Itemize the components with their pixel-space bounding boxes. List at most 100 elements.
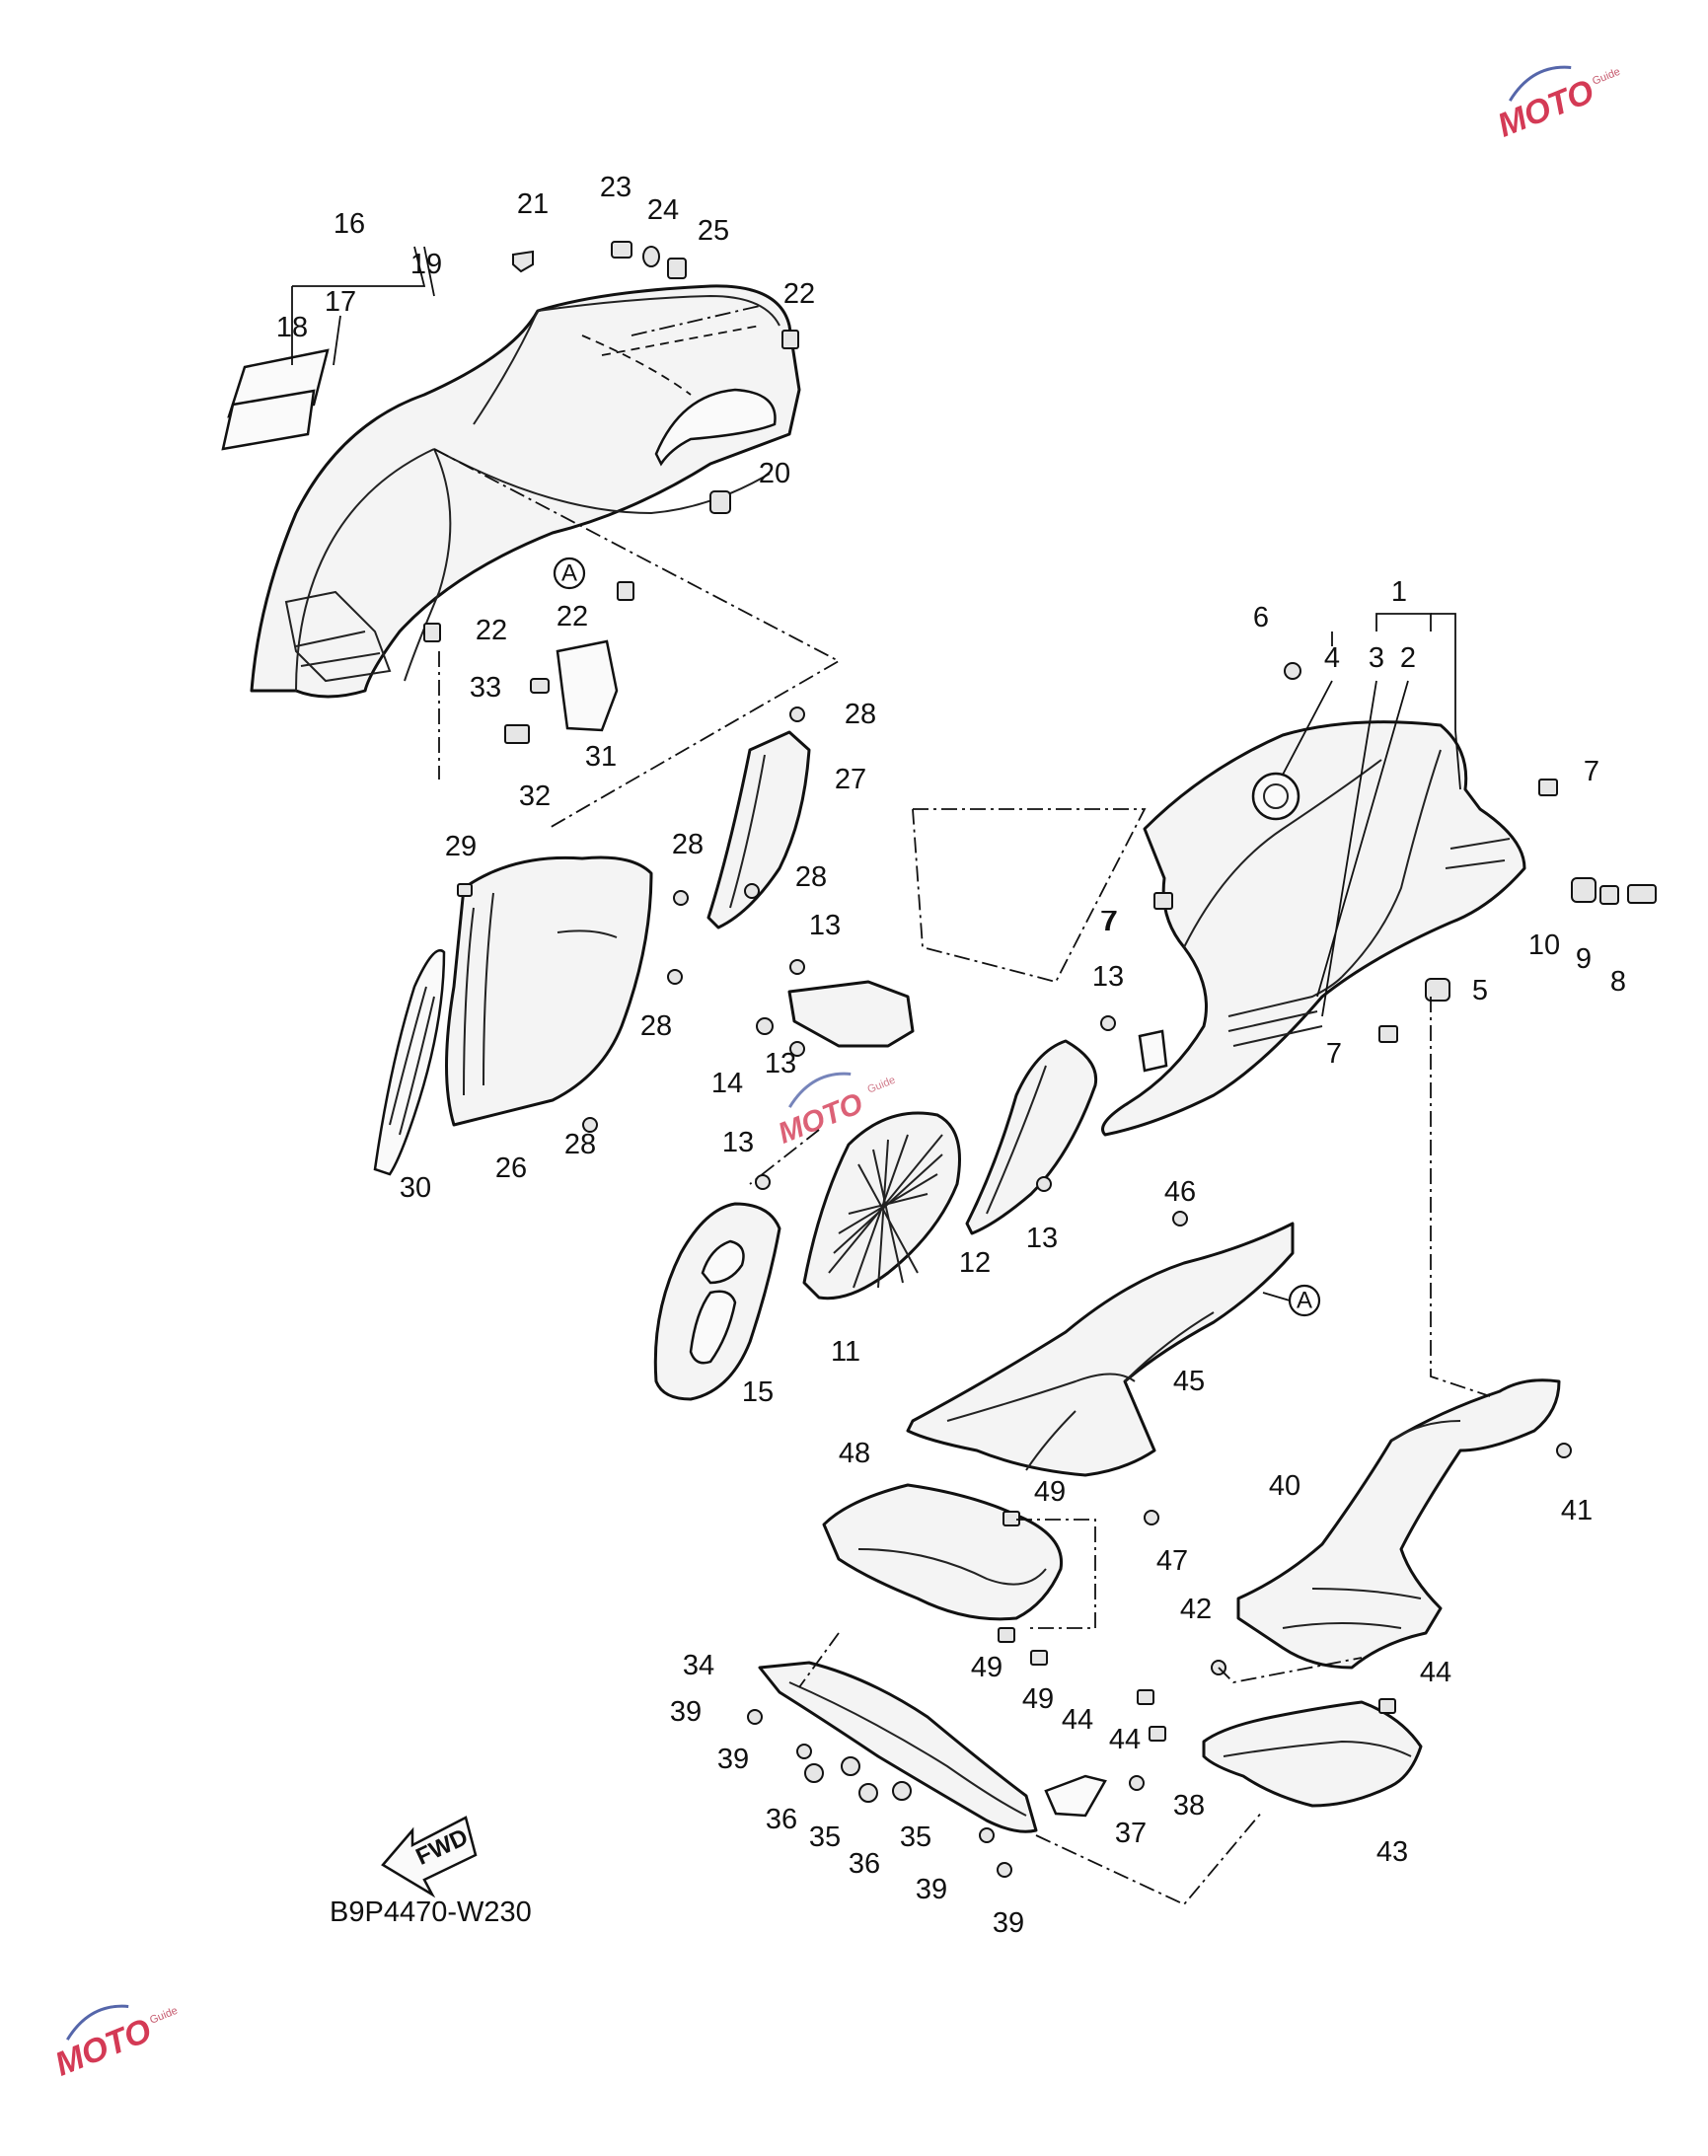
callout: 30 [400, 1172, 431, 1204]
callout: 48 [839, 1438, 870, 1469]
callout: 27 [835, 764, 866, 795]
callout: 46 [1164, 1176, 1196, 1208]
lower-right-group [1202, 1378, 1561, 1808]
callout: 35 [900, 1821, 931, 1853]
callout: 16 [334, 208, 365, 240]
callout: 33 [470, 672, 501, 704]
fwd-arrow-icon: FWD [381, 1816, 478, 1898]
center-duct-group [653, 980, 1098, 1401]
callout: 39 [670, 1696, 702, 1728]
callout: 28 [845, 699, 876, 730]
cover-12 [965, 1039, 1098, 1235]
callout: 5 [1472, 975, 1488, 1006]
callout: 22 [476, 615, 507, 646]
callout: 4 [1324, 642, 1340, 674]
bracket-14 [787, 980, 915, 1048]
callout: 13 [765, 1048, 796, 1079]
callout: 44 [1109, 1724, 1141, 1755]
callout: 39 [717, 1744, 749, 1775]
side-cover-1 [1101, 720, 1526, 1137]
callout: 36 [766, 1804, 797, 1835]
callout: 11 [831, 1336, 860, 1368]
bracket-34 [758, 1661, 1038, 1833]
callout: 22 [783, 278, 815, 310]
callout: 13 [809, 910, 841, 941]
callout: 47 [1156, 1545, 1188, 1577]
emblem-4 [1251, 772, 1300, 821]
svg-text:Guide: Guide [865, 1075, 897, 1096]
callout: 39 [916, 1874, 947, 1905]
reference-a-top: A [553, 557, 586, 590]
callout: 28 [795, 861, 827, 893]
callout: 8 [1610, 966, 1626, 998]
callout: 3 [1369, 642, 1384, 674]
callout: 2 [1400, 642, 1416, 674]
callout: 32 [519, 781, 551, 812]
callout: 12 [959, 1247, 991, 1279]
fasteners [423, 241, 1657, 1878]
svg-text:Guide: Guide [1591, 66, 1622, 88]
svg-text:Guide: Guide [148, 2005, 180, 2027]
callout: 34 [683, 1650, 714, 1681]
callout: 23 [600, 172, 631, 203]
under-cover-45-group [906, 1222, 1295, 1477]
inner-panel-group [373, 730, 811, 1176]
callout: 25 [698, 215, 729, 247]
reference-a-bottom: A [1262, 1284, 1321, 1317]
grille-30 [373, 949, 446, 1176]
callout: 6 [1253, 602, 1269, 633]
watermark-logo-bottom: MOTO Guide [50, 2004, 180, 2084]
callout: 24 [647, 194, 679, 226]
cover-43 [1202, 1700, 1423, 1808]
callout: 10 [1528, 929, 1560, 961]
mesh-grille [828, 1134, 943, 1289]
callout: 7 [1100, 906, 1116, 937]
side-cover-assembly-1 [1101, 720, 1526, 1137]
under-cover-45 [906, 1222, 1295, 1477]
callout: 49 [1022, 1683, 1054, 1715]
callout: 20 [759, 458, 790, 489]
leader-lines [291, 246, 1461, 1017]
callout: 7 [1584, 756, 1599, 787]
callout: 13 [1092, 961, 1124, 993]
svg-text:MOTO: MOTO [1493, 72, 1599, 144]
stay-37 [1044, 1774, 1107, 1818]
lower-center-group [758, 1483, 1107, 1833]
callout: 15 [742, 1376, 774, 1408]
assembly-lines [433, 305, 1491, 1906]
callout: 22 [557, 601, 588, 632]
callout: 43 [1376, 1836, 1408, 1868]
panel-27 [706, 730, 811, 929]
callout: 44 [1420, 1657, 1451, 1688]
front-cowl-16 [250, 284, 801, 699]
callout: 37 [1115, 1818, 1147, 1849]
callout: 36 [849, 1848, 880, 1880]
front-cowl-assembly [221, 284, 801, 699]
panel-48 [822, 1483, 1064, 1621]
svg-text:A: A [561, 560, 577, 587]
callout: 35 [809, 1821, 841, 1853]
svg-text:A: A [1297, 1288, 1312, 1314]
callout: 42 [1180, 1594, 1212, 1625]
callout: 13 [1026, 1223, 1058, 1254]
callout: 17 [325, 286, 356, 318]
cover-40 [1236, 1378, 1561, 1670]
callout: 13 [722, 1127, 754, 1158]
callout: 26 [495, 1152, 527, 1184]
callout: 44 [1062, 1704, 1093, 1736]
callout: 39 [993, 1907, 1024, 1939]
watermark-logo-top: MOTO Guide [1493, 65, 1622, 145]
callout: 49 [1034, 1476, 1066, 1508]
callout: 28 [564, 1129, 596, 1160]
callout: 31 [585, 741, 617, 773]
diagram-code: B9P4470-W230 [330, 1896, 532, 1928]
callout: 1 [1391, 576, 1407, 608]
callout: 21 [517, 188, 549, 220]
callout: 45 [1173, 1366, 1205, 1397]
callout: 49 [971, 1652, 1003, 1683]
callout: 28 [672, 829, 704, 860]
callout: 41 [1561, 1495, 1593, 1526]
callout: 9 [1576, 943, 1592, 975]
callout: 18 [276, 312, 308, 343]
